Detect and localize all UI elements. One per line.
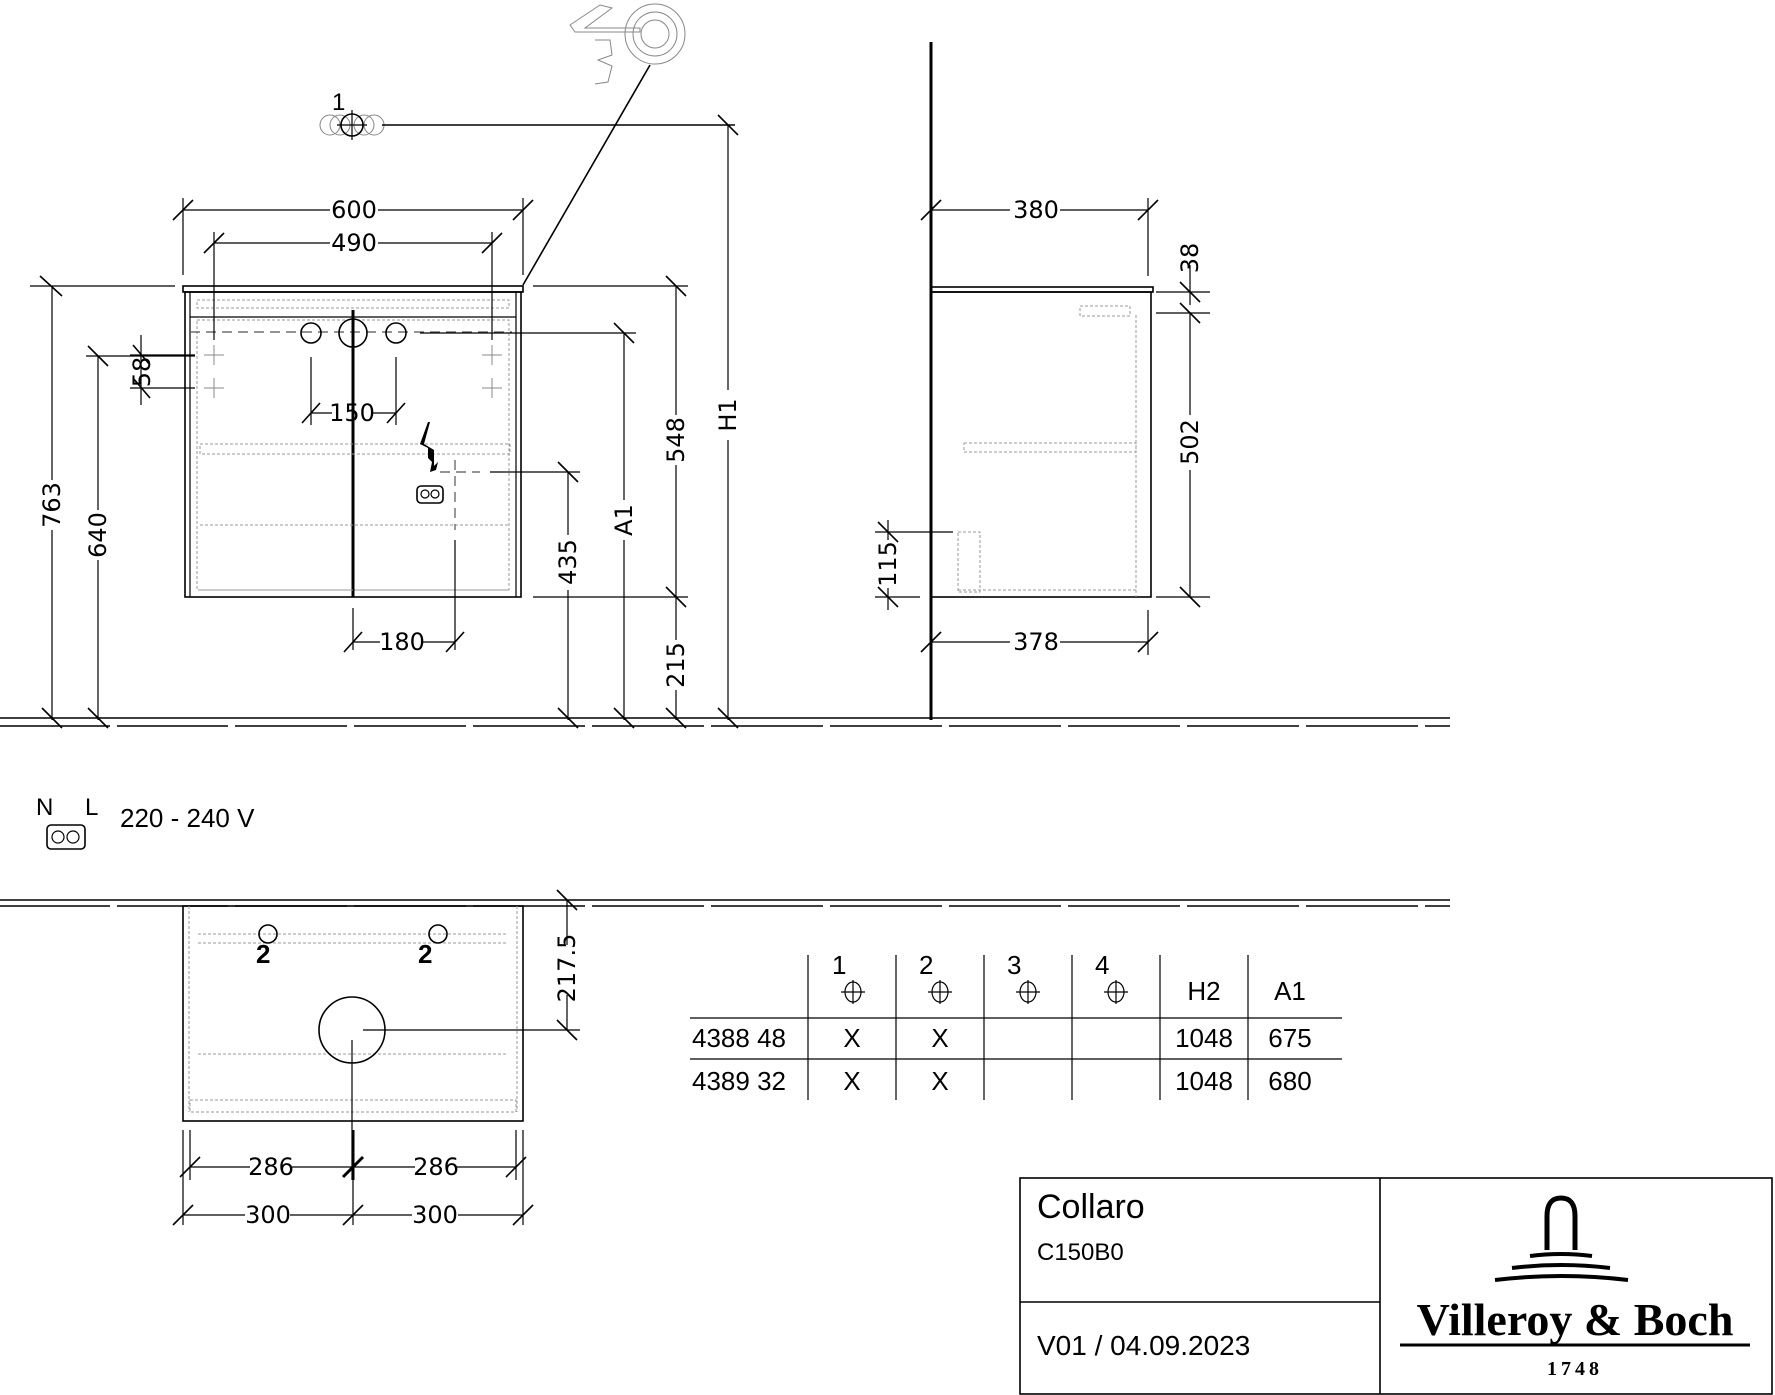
- hole-label-right: 2: [418, 939, 432, 969]
- col-header-4: 4: [1095, 950, 1109, 980]
- dim-cabinet-height: 548: [662, 417, 690, 463]
- dim-half-inner-left: 286: [248, 1153, 294, 1181]
- rotate-360-icon: [522, 3, 686, 286]
- brand-year: 1748: [1547, 1358, 1603, 1380]
- dim-mount-spacing: 58: [128, 357, 156, 388]
- cell-c1: X: [843, 1066, 860, 1096]
- product-name: Collaro: [1037, 1188, 1145, 1226]
- dim-drain-height: A1: [610, 504, 638, 536]
- variants-table: 1 2 3 4 H2 A1 4388 48 X X 1048 675 4389 …: [690, 950, 1342, 1100]
- version-date: V01 / 04.09.2023: [1037, 1330, 1250, 1361]
- col-header-1: 1: [832, 950, 846, 980]
- front-view-cabinet: [182, 285, 524, 598]
- col-header-a1: A1: [1274, 976, 1306, 1006]
- dim-half-outer-right: 300: [412, 1201, 458, 1229]
- power-socket-icon: [416, 485, 444, 504]
- dim-drain-depth: 217.5: [553, 934, 581, 1003]
- dim-depth-378: 378: [1013, 628, 1059, 656]
- cell-c2: X: [931, 1066, 948, 1096]
- electrical-hazard-icon: [420, 422, 438, 472]
- col-header-2: 2: [919, 950, 933, 980]
- table-row: 4388 48 X X 1048 675: [692, 1023, 1312, 1053]
- tap-hole-icon: [841, 980, 1128, 1004]
- dim-socket-height: 435: [554, 539, 582, 585]
- dim-width-490: 490: [331, 229, 377, 257]
- dim-height-640: 640: [84, 512, 112, 558]
- dim-top-thickness: 38: [1176, 243, 1204, 274]
- dim-height-763: 763: [38, 482, 66, 528]
- villeroy-boch-fountain-logo: [1494, 1195, 1629, 1282]
- tap-hole-icon: 1: [319, 89, 735, 140]
- title-block: Collaro C150B0 V01 / 04.09.2023 Villeroy…: [1019, 1177, 1773, 1395]
- dim-body-height: 502: [1176, 419, 1204, 465]
- dim-width-600: 600: [331, 196, 377, 224]
- article-number: 4388 48: [692, 1023, 786, 1053]
- article-number: 4389 32: [692, 1066, 786, 1096]
- cell-c1: X: [843, 1023, 860, 1053]
- dim-floor-clearance: 215: [662, 642, 690, 688]
- cell-h2: 1048: [1175, 1066, 1233, 1096]
- cell-a1: 675: [1268, 1023, 1311, 1053]
- cell-c2: X: [931, 1023, 948, 1053]
- side-view: 380 378 38 502 115: [874, 42, 1210, 720]
- wall-line-top-view: [0, 899, 1450, 907]
- voltage-label: 220 - 240 V: [120, 803, 255, 833]
- cell-h2: 1048: [1175, 1023, 1233, 1053]
- dim-overall-height: H1: [714, 398, 742, 431]
- dim-socket-offset: 180: [379, 628, 425, 656]
- product-code: C150B0: [1037, 1239, 1124, 1266]
- neutral-label: N: [36, 794, 53, 821]
- top-view: 2 2 217.5 286 286 300 300: [172, 889, 581, 1229]
- dim-depth-380: 380: [1013, 196, 1059, 224]
- table-row: 4389 32 X X 1048 680: [692, 1066, 1312, 1096]
- live-label: L: [85, 794, 98, 821]
- tap-hole-right: [428, 924, 448, 944]
- dim-half-outer-left: 300: [245, 1201, 291, 1229]
- floor-line: [0, 717, 1450, 727]
- col-header-h2: H2: [1187, 976, 1220, 1006]
- hole-label-left: 2: [256, 939, 270, 969]
- power-socket-icon: [46, 824, 86, 850]
- dim-half-inner-right: 286: [413, 1153, 459, 1181]
- dim-drawer-height: 115: [874, 541, 902, 587]
- dim-tap-spacing: 150: [329, 399, 375, 427]
- brand-name: Villeroy & Boch: [1417, 1294, 1734, 1345]
- front-view-dimensions: 600 490 150 763 640 58: [30, 114, 742, 729]
- col-header-3: 3: [1007, 950, 1021, 980]
- tap-hole-left: [258, 924, 278, 944]
- tap-symbol-label: 1: [332, 89, 345, 116]
- electrical-legend: N L 220 - 240 V: [36, 794, 255, 850]
- cell-a1: 680: [1268, 1066, 1311, 1096]
